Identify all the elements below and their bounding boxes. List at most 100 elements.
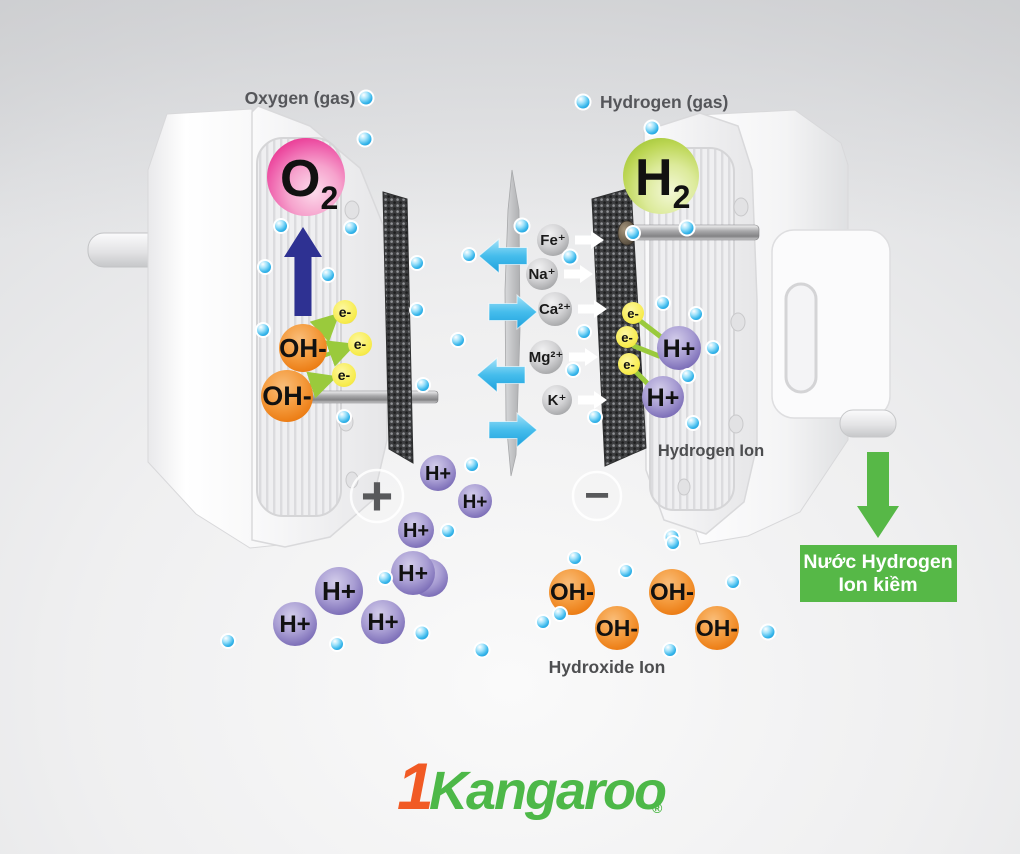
electron-circle: [616, 326, 638, 348]
water-molecule-icon: [705, 340, 721, 356]
water-molecule-icon: [255, 322, 271, 338]
water-molecule-icon: [464, 457, 480, 473]
hydrogen-ion-label: H+: [663, 335, 696, 363]
callout-box: [800, 545, 957, 602]
water-molecule-icon: [513, 217, 531, 235]
mineral-ion-circle: [529, 340, 563, 374]
alkaline-water-arrow: [857, 452, 899, 538]
electron-label: e-: [354, 336, 367, 352]
hydrogen-ion-cluster: H+ H+ H+ H+ H+ H+ H+: [273, 455, 492, 646]
hydrogen-gas-bubble: H2: [623, 138, 699, 215]
water-molecule-icon: [665, 535, 681, 551]
mineral-arrow: [578, 300, 607, 318]
water-molecule-icon: [625, 225, 641, 241]
water-molecule-icon: [473, 641, 491, 659]
hydrogen-ion-label: H+: [322, 576, 356, 606]
electron-circle: [618, 353, 640, 375]
water-molecules: [220, 89, 777, 659]
water-molecule-icon: [565, 362, 581, 378]
logo-wordmark: Kangaroo: [429, 761, 666, 821]
right-frame-hole: [730, 312, 746, 332]
mineral-ion-column: Fe⁺ Na⁺ Ca²⁺ Mg²⁺ K⁺: [526, 224, 607, 415]
left-electrode-rod: [305, 390, 439, 404]
electron-label: e-: [627, 306, 639, 321]
water-molecule-icon: [461, 247, 477, 263]
water-molecule-icon: [688, 306, 704, 322]
water-molecule-icon: [273, 218, 289, 234]
hydrogen-ion-circle: [398, 512, 434, 548]
mineral-arrow: [578, 391, 607, 409]
hydroxide-ion-label: OH-: [279, 333, 327, 363]
electron-transfer-arrow: [322, 340, 357, 367]
hydrogen-gas-label: Hydrogen (gas): [600, 92, 728, 112]
mineral-ion-label: Ca²⁺: [539, 301, 571, 318]
hydrogen-ion-label: H+: [647, 384, 680, 412]
right-frame-hole: [728, 414, 744, 434]
mineral-arrow: [564, 265, 593, 283]
hydrogen-ion-circle: [361, 600, 405, 644]
flow-arrow-right: [488, 293, 538, 331]
mineral-ion-circle: [526, 258, 558, 290]
hydrogen-ion-circle: [391, 551, 435, 595]
mineral-ion-circle: [542, 385, 572, 415]
electron-transfer-line: [636, 317, 664, 340]
hydroxide-ion-circle: [549, 569, 595, 615]
water-flow-arrows: [476, 237, 538, 449]
hydroxide-ion-label: OH-: [650, 579, 694, 606]
oxygen-up-arrow: [284, 227, 322, 316]
mineral-ion-label: Na⁺: [528, 266, 555, 283]
hydroxide-ion-circle: [279, 324, 327, 372]
right-frame-hole: [677, 478, 691, 496]
flow-arrow-left: [476, 356, 526, 394]
water-molecule-icon: [643, 119, 661, 137]
water-molecule-icon: [576, 324, 592, 340]
mineral-ion-circle: [538, 292, 572, 326]
electron-circle: [348, 332, 372, 356]
water-molecule-icon: [678, 219, 696, 237]
hydroxide-ion-circle: [649, 569, 695, 615]
hydrogen-ion-circle: [458, 484, 492, 518]
mineral-ion-label: Mg²⁺: [529, 349, 564, 366]
mineral-ion-label: K⁺: [548, 392, 567, 409]
water-molecule-icon: [329, 636, 345, 652]
hydrogen-ion-caption: Hydrogen Ion: [658, 442, 764, 460]
mineral-arrow: [575, 231, 604, 249]
oxygen-formula: O2: [280, 150, 338, 216]
water-molecule-icon: [377, 570, 393, 586]
mineral-ion-circle: [537, 224, 569, 256]
hydrogen-ion-circle: [420, 455, 456, 491]
water-molecule-icon: [413, 624, 431, 642]
hydrogen-formula: H2: [635, 149, 690, 215]
flow-arrow-left: [478, 237, 528, 275]
water-molecule-icon: [685, 415, 701, 431]
hydrogen-ion-label: H+: [463, 492, 488, 513]
hydrogen-ion-circle: [315, 567, 363, 615]
hydroxide-ion-label: OH-: [696, 615, 738, 641]
hydrogen-ion-circle: [273, 602, 317, 646]
water-molecule-icon: [655, 295, 671, 311]
water-molecule-icon: [257, 259, 273, 275]
water-molecule-icon: [587, 409, 603, 425]
electron-label: e-: [339, 304, 352, 320]
water-molecule-icon: [535, 614, 551, 630]
logo-registered-mark: ®: [652, 800, 663, 816]
kangaroo-logo: 1 Kangaroo ®: [397, 749, 668, 823]
water-molecule-icon: [759, 623, 777, 641]
water-molecule-icon: [320, 267, 336, 283]
water-molecule-icon: [409, 255, 425, 271]
water-molecule-icon: [618, 563, 634, 579]
water-molecule-icon: [561, 248, 579, 266]
callout-line2: Ion kiềm: [838, 574, 917, 596]
electron-circle: [332, 363, 356, 387]
oxygen-gas-bubble: O2: [267, 138, 345, 216]
water-molecule-icon: [552, 606, 568, 622]
left-frame-hole: [344, 200, 360, 220]
electron-label: e-: [623, 357, 635, 372]
oxygen-circle: [267, 138, 345, 216]
hydroxide-ion-caption: Hydroxide Ion: [549, 657, 666, 677]
water-molecule-icon: [450, 332, 466, 348]
water-molecule-icon: [356, 130, 374, 148]
hydroxide-ion-cluster: OH- OH- OH- OH-: [549, 569, 739, 650]
oxygen-gas-label: Oxygen (gas): [245, 88, 356, 108]
cathode-reaction-group: H+ H+ e- e- e-: [616, 302, 701, 418]
